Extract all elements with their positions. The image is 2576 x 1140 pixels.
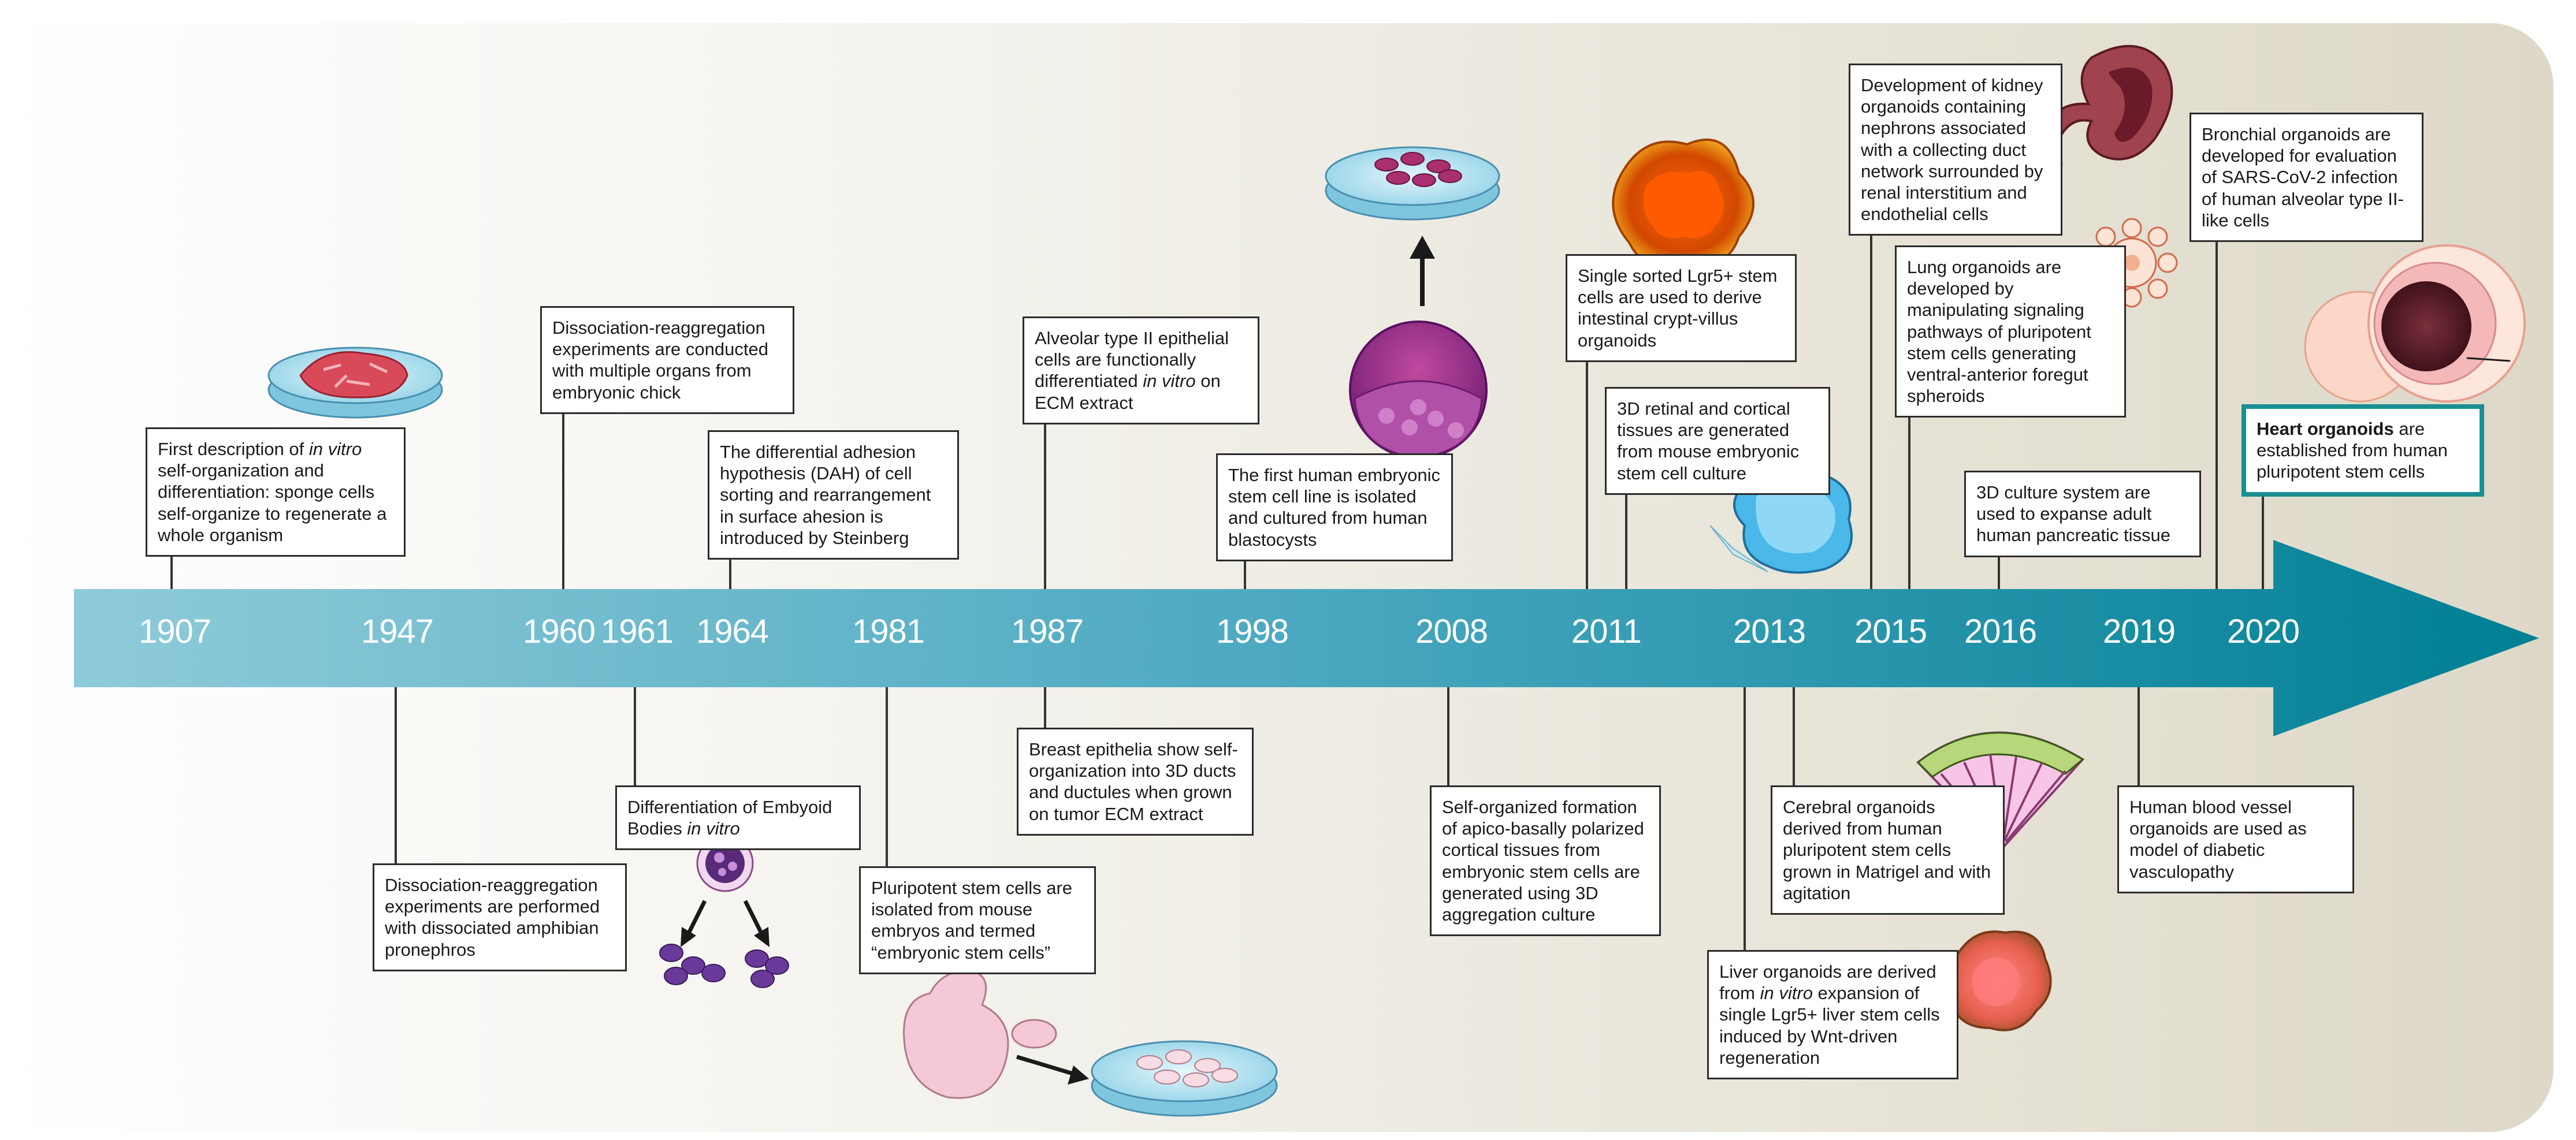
connector-1987b <box>1044 687 1046 728</box>
event-2020b: Heart organoids are established from hum… <box>2242 404 2484 497</box>
timeline-arrow <box>74 540 2539 736</box>
event-2013a: Liver organoids are derived from in vitr… <box>1707 950 1958 1079</box>
year-label: 1998 <box>1216 613 1289 650</box>
connector-1964 <box>729 549 731 589</box>
event-2020a: Bronchial organoids are developed for ev… <box>2190 113 2423 242</box>
year-label: 2020 <box>2227 613 2300 650</box>
mouse-embryo-icon <box>903 969 1278 1117</box>
petri-dish-icon <box>267 347 443 419</box>
year-label: 1964 <box>696 613 769 650</box>
event-2008: Self-organized formation of apico-basall… <box>1430 785 1661 937</box>
connector-2020b <box>2262 488 2264 589</box>
connector-2011b <box>1625 491 1627 589</box>
connector-2008 <box>1447 687 1449 785</box>
year-label: 2019 <box>2103 613 2176 650</box>
connector-2019 <box>2138 687 2140 785</box>
event-2015b: Lung organoids are developed by manipula… <box>1895 245 2126 418</box>
year-label: 1960 <box>523 613 596 650</box>
year-label: 1961 <box>601 613 674 650</box>
event-1964: The differential adhesion hypothesis (DA… <box>708 430 959 560</box>
year-label: 2016 <box>1964 613 2037 650</box>
connector-1981 <box>886 687 888 866</box>
connector-1960 <box>562 410 564 589</box>
event-1907: First description of in vitro self-organ… <box>146 427 406 557</box>
event-2016: 3D culture system are used to expanse ad… <box>1964 471 2201 557</box>
connector-2015a <box>1870 231 1872 589</box>
heart-organoid-icon <box>2304 244 2526 403</box>
event-1998: The first human embryonic stem cell line… <box>1216 453 1453 561</box>
event-1981: Pluripotent stem cells are isolated from… <box>859 866 1096 974</box>
connector-2015b <box>1908 410 1910 589</box>
connector-2011a <box>1586 355 1588 589</box>
year-label: 1981 <box>852 613 925 650</box>
event-1987a: Alveolar type II epithelial cells are fu… <box>1023 316 1259 424</box>
connector-1998 <box>1244 549 1246 589</box>
intestinal-organoid-icon <box>1612 138 1754 269</box>
year-label: 1907 <box>139 613 211 650</box>
year-label: 1947 <box>361 613 434 650</box>
event-2019: Human blood vessel organoids are used as… <box>2117 785 2354 893</box>
year-label: 1987 <box>1011 613 1084 650</box>
event-2011b: 3D retinal and cortical tissues are gene… <box>1605 387 1830 495</box>
connector-2016 <box>1998 552 2000 589</box>
year-label: 2011 <box>1571 613 1642 650</box>
year-label: 2008 <box>1415 613 1488 650</box>
year-label: 2015 <box>1854 613 1927 650</box>
connector-2020a <box>2216 237 2218 589</box>
event-1987b: Breast epithelia show self-organization … <box>1017 728 1254 836</box>
connector-1987a <box>1044 416 1046 589</box>
connector-1961 <box>634 687 636 785</box>
event-1960: Dissociation-reaggregation experiments a… <box>540 306 794 414</box>
liver-organoid-icon <box>1944 930 2052 1031</box>
embryoid-body-icon <box>659 834 789 988</box>
connector-2013b <box>1793 687 1795 785</box>
event-2013b: Cerebral organoids derived from human pl… <box>1771 785 2005 915</box>
year-label: 2013 <box>1733 613 1806 650</box>
connector-2013a <box>1744 687 1746 953</box>
blastocyst-icon <box>1325 146 1500 459</box>
connector-1907 <box>170 549 173 589</box>
connector-1947 <box>395 687 397 863</box>
event-2015a: Development of kidney organoids containi… <box>1849 64 2062 236</box>
event-2011a: Single sorted Lgr5+ stem cells are used … <box>1566 254 1797 362</box>
event-1961: Differentiation of Embyoid Bodies in vit… <box>615 785 861 851</box>
event-1947: Dissociation-reaggregation experiments a… <box>373 863 627 971</box>
